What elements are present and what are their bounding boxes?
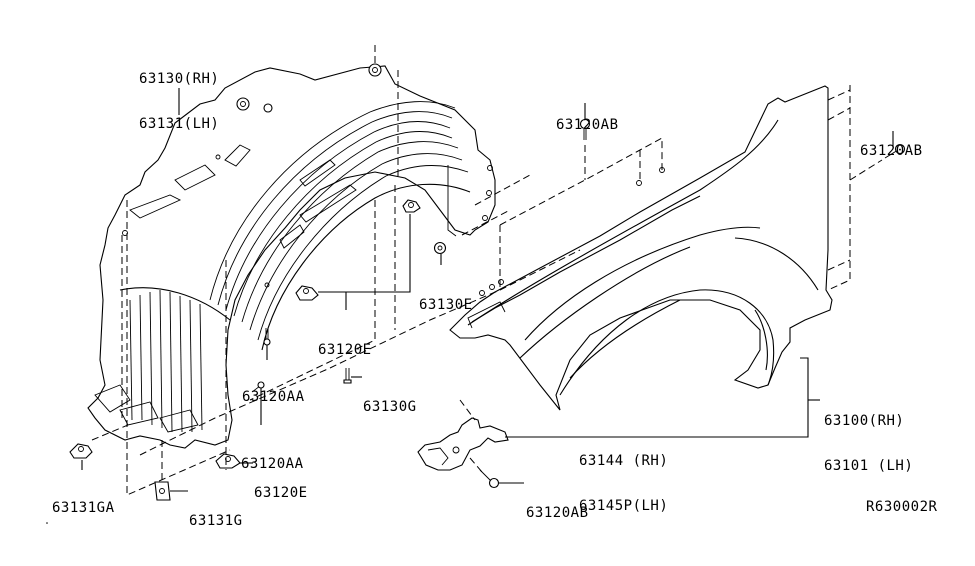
clip-63131ga[interactable] [69, 443, 93, 459]
callout-clip-g[interactable]: 63131G [189, 484, 243, 544]
part-number: 63120E [318, 342, 372, 358]
part-number: 63131GA [52, 500, 115, 516]
callout-grommet-e[interactable]: 63130E [419, 268, 473, 328]
fender-protector-part[interactable] [87, 63, 496, 449]
part-number-lh: 63131(LH) [139, 116, 220, 132]
screw-63120aa-upper[interactable] [263, 328, 271, 346]
part-number: 63130G [363, 399, 417, 415]
part-number-lh: 63145P(LH) [579, 498, 669, 514]
callout-clip-ga[interactable]: 63131GA [52, 471, 115, 531]
callout-screw-aa-upper[interactable]: 63120AA [242, 360, 305, 420]
bracket-part[interactable] [417, 417, 509, 471]
grommet-63130e[interactable] [433, 241, 447, 255]
part-number-rh: 63100(RH) [824, 413, 905, 429]
callout-clip-top[interactable]: 63120AB [556, 88, 619, 148]
dot-mark [46, 522, 48, 524]
callout-clip-e-lower[interactable]: 63120E [254, 456, 308, 516]
callout-clip-right[interactable]: 63120AB [860, 114, 923, 174]
part-number-rh: 63144 (RH) [579, 453, 669, 469]
clip-63131g[interactable] [154, 481, 171, 501]
callout-bolt-bottom[interactable]: 63120AB [526, 476, 589, 536]
part-number-lh: 63101 (LH) [824, 458, 914, 474]
fender-part[interactable] [449, 85, 833, 411]
part-number: 63120AA [242, 389, 305, 405]
callout-clip-e-upper[interactable]: 63120E [318, 313, 372, 373]
callout-fender-protector[interactable]: 63130(RH) 63131(LH) [139, 42, 219, 147]
callout-screw-g[interactable]: 63130G [363, 370, 417, 430]
clip-63120e-upper[interactable] [295, 199, 421, 301]
part-number: 63120AB [526, 505, 589, 521]
screw-63130g[interactable] [343, 368, 352, 384]
part-number: 63120AA [241, 456, 304, 472]
part-number: 63130E [419, 297, 473, 313]
bolt-63120ab-bottom[interactable] [479, 469, 500, 489]
assembly-guide-lines [91, 45, 883, 496]
leader-lines [81, 88, 894, 492]
callout-bracket[interactable]: 63144 (RH) 63145P(LH) [579, 424, 668, 529]
part-number: 63131G [189, 513, 243, 529]
clip-63120e-lower[interactable] [215, 453, 241, 469]
part-number: 63120AB [860, 143, 923, 159]
callout-screw-aa-lower[interactable]: 63120AA [241, 427, 304, 487]
bolt-63120ab-right[interactable] [884, 143, 906, 159]
part-number-rh: 63130(RH) [139, 71, 220, 87]
part-number: 63120E [254, 485, 308, 501]
diagram-reference-code: R630002R [866, 499, 938, 515]
callout-fender[interactable]: 63100(RH) 63101 (LH) [824, 384, 913, 489]
part-number: 63120AB [556, 117, 619, 133]
